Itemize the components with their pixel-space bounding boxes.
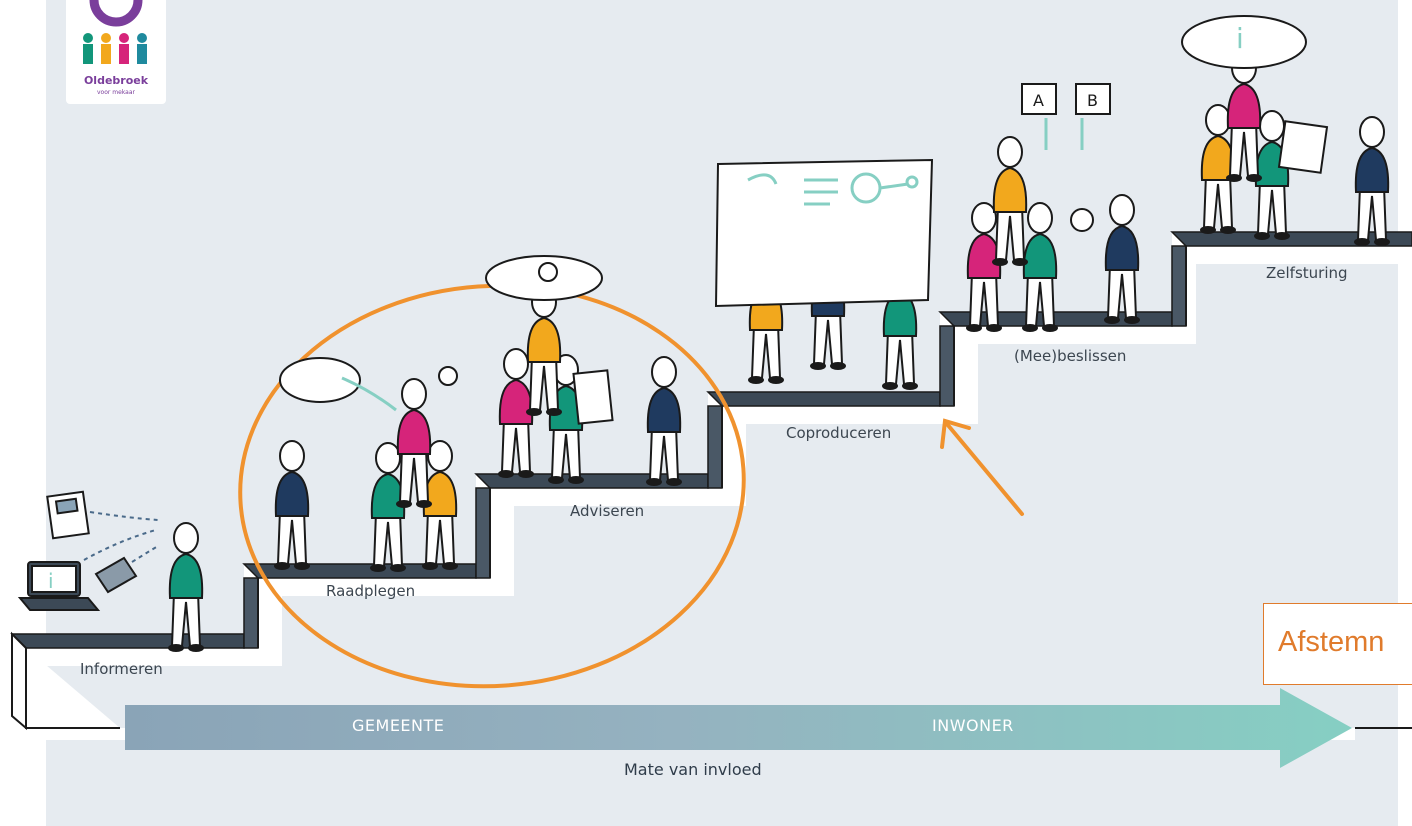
- arrow-label-gemeente: GEMEENTE: [352, 716, 445, 735]
- person-figure: [168, 522, 204, 652]
- vote-option-a: A: [1033, 91, 1044, 110]
- person-figure: [1354, 116, 1390, 246]
- logo: Oldebroek voor mekaar: [66, 0, 166, 104]
- annotation-ellipse: [238, 283, 746, 689]
- person-figure: [1226, 52, 1262, 182]
- axis-label: Mate van invloed: [624, 760, 762, 779]
- info-icon: i: [1236, 22, 1244, 55]
- step-label-raadplegen: Raadplegen: [326, 582, 416, 600]
- envelope-icon: [94, 556, 138, 594]
- person-figure: [1200, 104, 1236, 234]
- person-figure: [1104, 194, 1140, 324]
- step-label-informeren: Informeren: [80, 660, 163, 678]
- callout-text: Afstemn: [1278, 626, 1385, 658]
- lightbulb-icon: [438, 208, 1094, 386]
- laptop-icon: i: [17, 561, 101, 611]
- stair-faces: [11, 246, 1187, 731]
- logo-name: Oldebroek: [83, 74, 149, 87]
- person-figure: [992, 136, 1028, 266]
- newspaper-icon: [46, 490, 90, 540]
- info-flow-lines: [83, 511, 159, 563]
- step-label-coproduceren: Coproduceren: [786, 424, 892, 442]
- step-label-zelfsturing: Zelfsturing: [1266, 264, 1348, 282]
- person-figure: [646, 356, 682, 486]
- person-figure: [422, 440, 458, 570]
- whiteboard: [714, 158, 934, 308]
- stair-risers: [243, 245, 1187, 649]
- person-figure: [526, 286, 562, 416]
- document-icon: [572, 120, 1329, 425]
- step-label-meebeslissen: (Mee)beslissen: [1014, 347, 1127, 365]
- person-figure: [274, 440, 310, 570]
- people-figures: [168, 52, 1390, 652]
- logo-mark: [83, 0, 147, 64]
- arrow-label-inwoner: INWONER: [932, 716, 1014, 735]
- person-figure: [370, 442, 406, 572]
- vote-option-b: B: [1087, 91, 1098, 110]
- person-figure: [498, 348, 534, 478]
- logo-tagline: voor mekaar: [97, 89, 135, 96]
- speech-bubbles: [279, 15, 1307, 403]
- teal-arrows: [341, 118, 1084, 412]
- annotation-arrow: [940, 418, 1024, 516]
- vote-boxes: [1021, 83, 1111, 115]
- influence-arrow: [125, 688, 1352, 768]
- person-figure: [396, 378, 432, 508]
- svg-text:i: i: [48, 569, 54, 593]
- step-label-adviseren: Adviseren: [570, 502, 645, 520]
- callout-box: Afstemn: [1263, 603, 1412, 685]
